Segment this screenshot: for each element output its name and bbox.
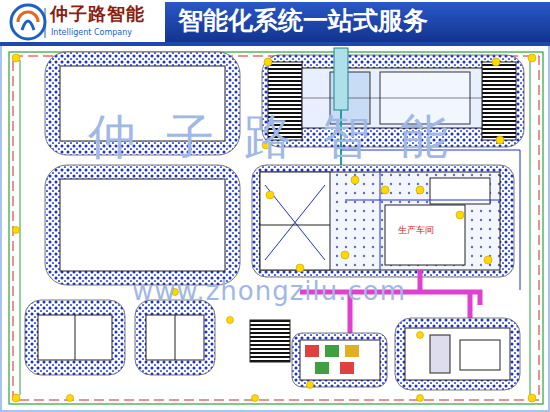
green-plot xyxy=(25,52,240,375)
logo-name: 仲子路智能 xyxy=(50,5,145,23)
logo-subtitle: Intelligent Company xyxy=(51,29,132,37)
watermark: 仲子路智能 xyxy=(88,112,478,160)
room-label: 生产车间 xyxy=(398,226,434,235)
watermark-url: www.zhongzilu.com xyxy=(132,278,406,304)
logo-emblem xyxy=(11,5,45,39)
camera-markers xyxy=(12,54,536,402)
bottom-facilities xyxy=(250,318,520,390)
banner-title: 智能化系统一站式服务 xyxy=(178,8,428,33)
workshop-building xyxy=(252,165,514,277)
